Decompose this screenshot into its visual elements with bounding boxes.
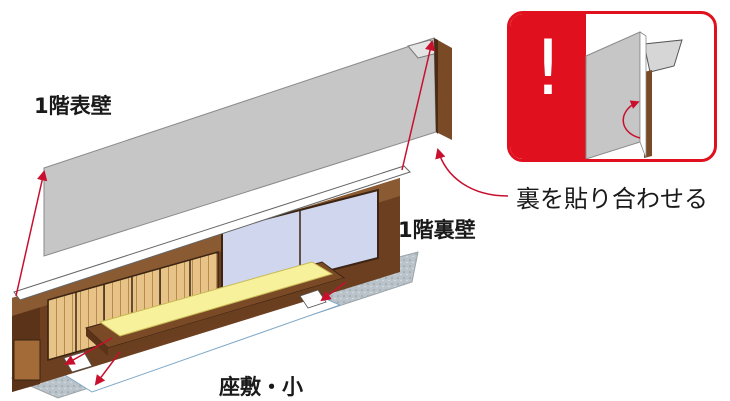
floor-tab-right bbox=[299, 289, 327, 309]
front-wall-panel bbox=[43, 37, 452, 257]
front-wall-edge bbox=[434, 38, 452, 140]
room-model bbox=[10, 165, 419, 399]
inset-curved-arrow bbox=[622, 100, 641, 139]
inset-callout: ! bbox=[507, 11, 717, 162]
platform-side bbox=[86, 328, 108, 356]
assembly-arrows bbox=[15, 39, 509, 386]
arrow-curved-back bbox=[435, 147, 509, 197]
inset-grey-wall bbox=[585, 31, 641, 159]
platform-front bbox=[108, 278, 344, 356]
label-front-wall: 1階表壁 bbox=[34, 94, 112, 118]
tatami-mat bbox=[98, 261, 334, 337]
arrow-floor-right bbox=[320, 281, 347, 302]
arrow-right-up bbox=[401, 39, 436, 171]
inset-detail-illustration bbox=[585, 31, 683, 159]
left-post-panel bbox=[13, 339, 41, 381]
label-back-wall: 1階裏壁 bbox=[398, 218, 476, 242]
arrow-floor-mid bbox=[94, 351, 121, 386]
label-instruction: 裏を貼り合わせる bbox=[516, 185, 708, 213]
inset-flap bbox=[643, 39, 683, 73]
arrow-floor-left bbox=[64, 337, 113, 366]
exclamation-icon: ! bbox=[532, 23, 564, 112]
back-wall-top-strip bbox=[13, 165, 411, 301]
label-room-small: 座敷・小 bbox=[219, 375, 303, 399]
inset-warning-band bbox=[510, 14, 586, 159]
arrow-left-up bbox=[15, 169, 48, 297]
